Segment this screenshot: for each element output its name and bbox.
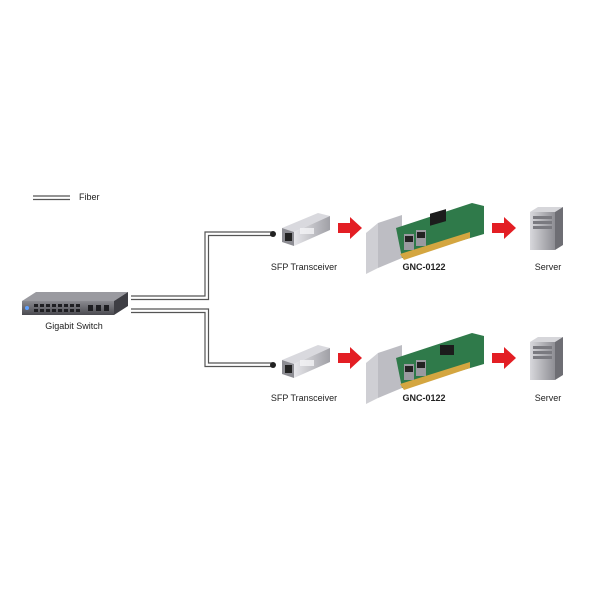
sfp-transceiver-label: SFP Transceiver [270,393,338,403]
sfp-transceiver-label: SFP Transceiver [270,262,338,272]
network-card-label: GNC-0122 [402,393,446,403]
sfp-transceiver-icon [282,345,330,378]
fiber-legend-line [33,195,70,201]
fiber-cable-top [131,231,272,301]
server-label: Server [534,393,562,403]
server-label: Server [534,262,562,272]
red-arrow-icon [492,347,516,369]
connector-dot-top [270,231,276,237]
gigabit-switch-label: Gigabit Switch [45,321,103,331]
gigabit-switch-icon [22,292,128,315]
network-card-icon [366,333,484,404]
server-icon [530,207,563,250]
network-card-icon [366,203,484,274]
sfp-transceiver-icon [282,213,330,246]
red-arrow-icon [492,217,516,239]
fiber-cable-bottom [131,308,272,368]
fiber-legend-label: Fiber [79,192,100,202]
red-arrow-icon [338,217,362,239]
server-icon [530,337,563,380]
network-card-label: GNC-0122 [402,262,446,272]
red-arrow-icon [338,347,362,369]
connector-dot-bottom [270,362,276,368]
